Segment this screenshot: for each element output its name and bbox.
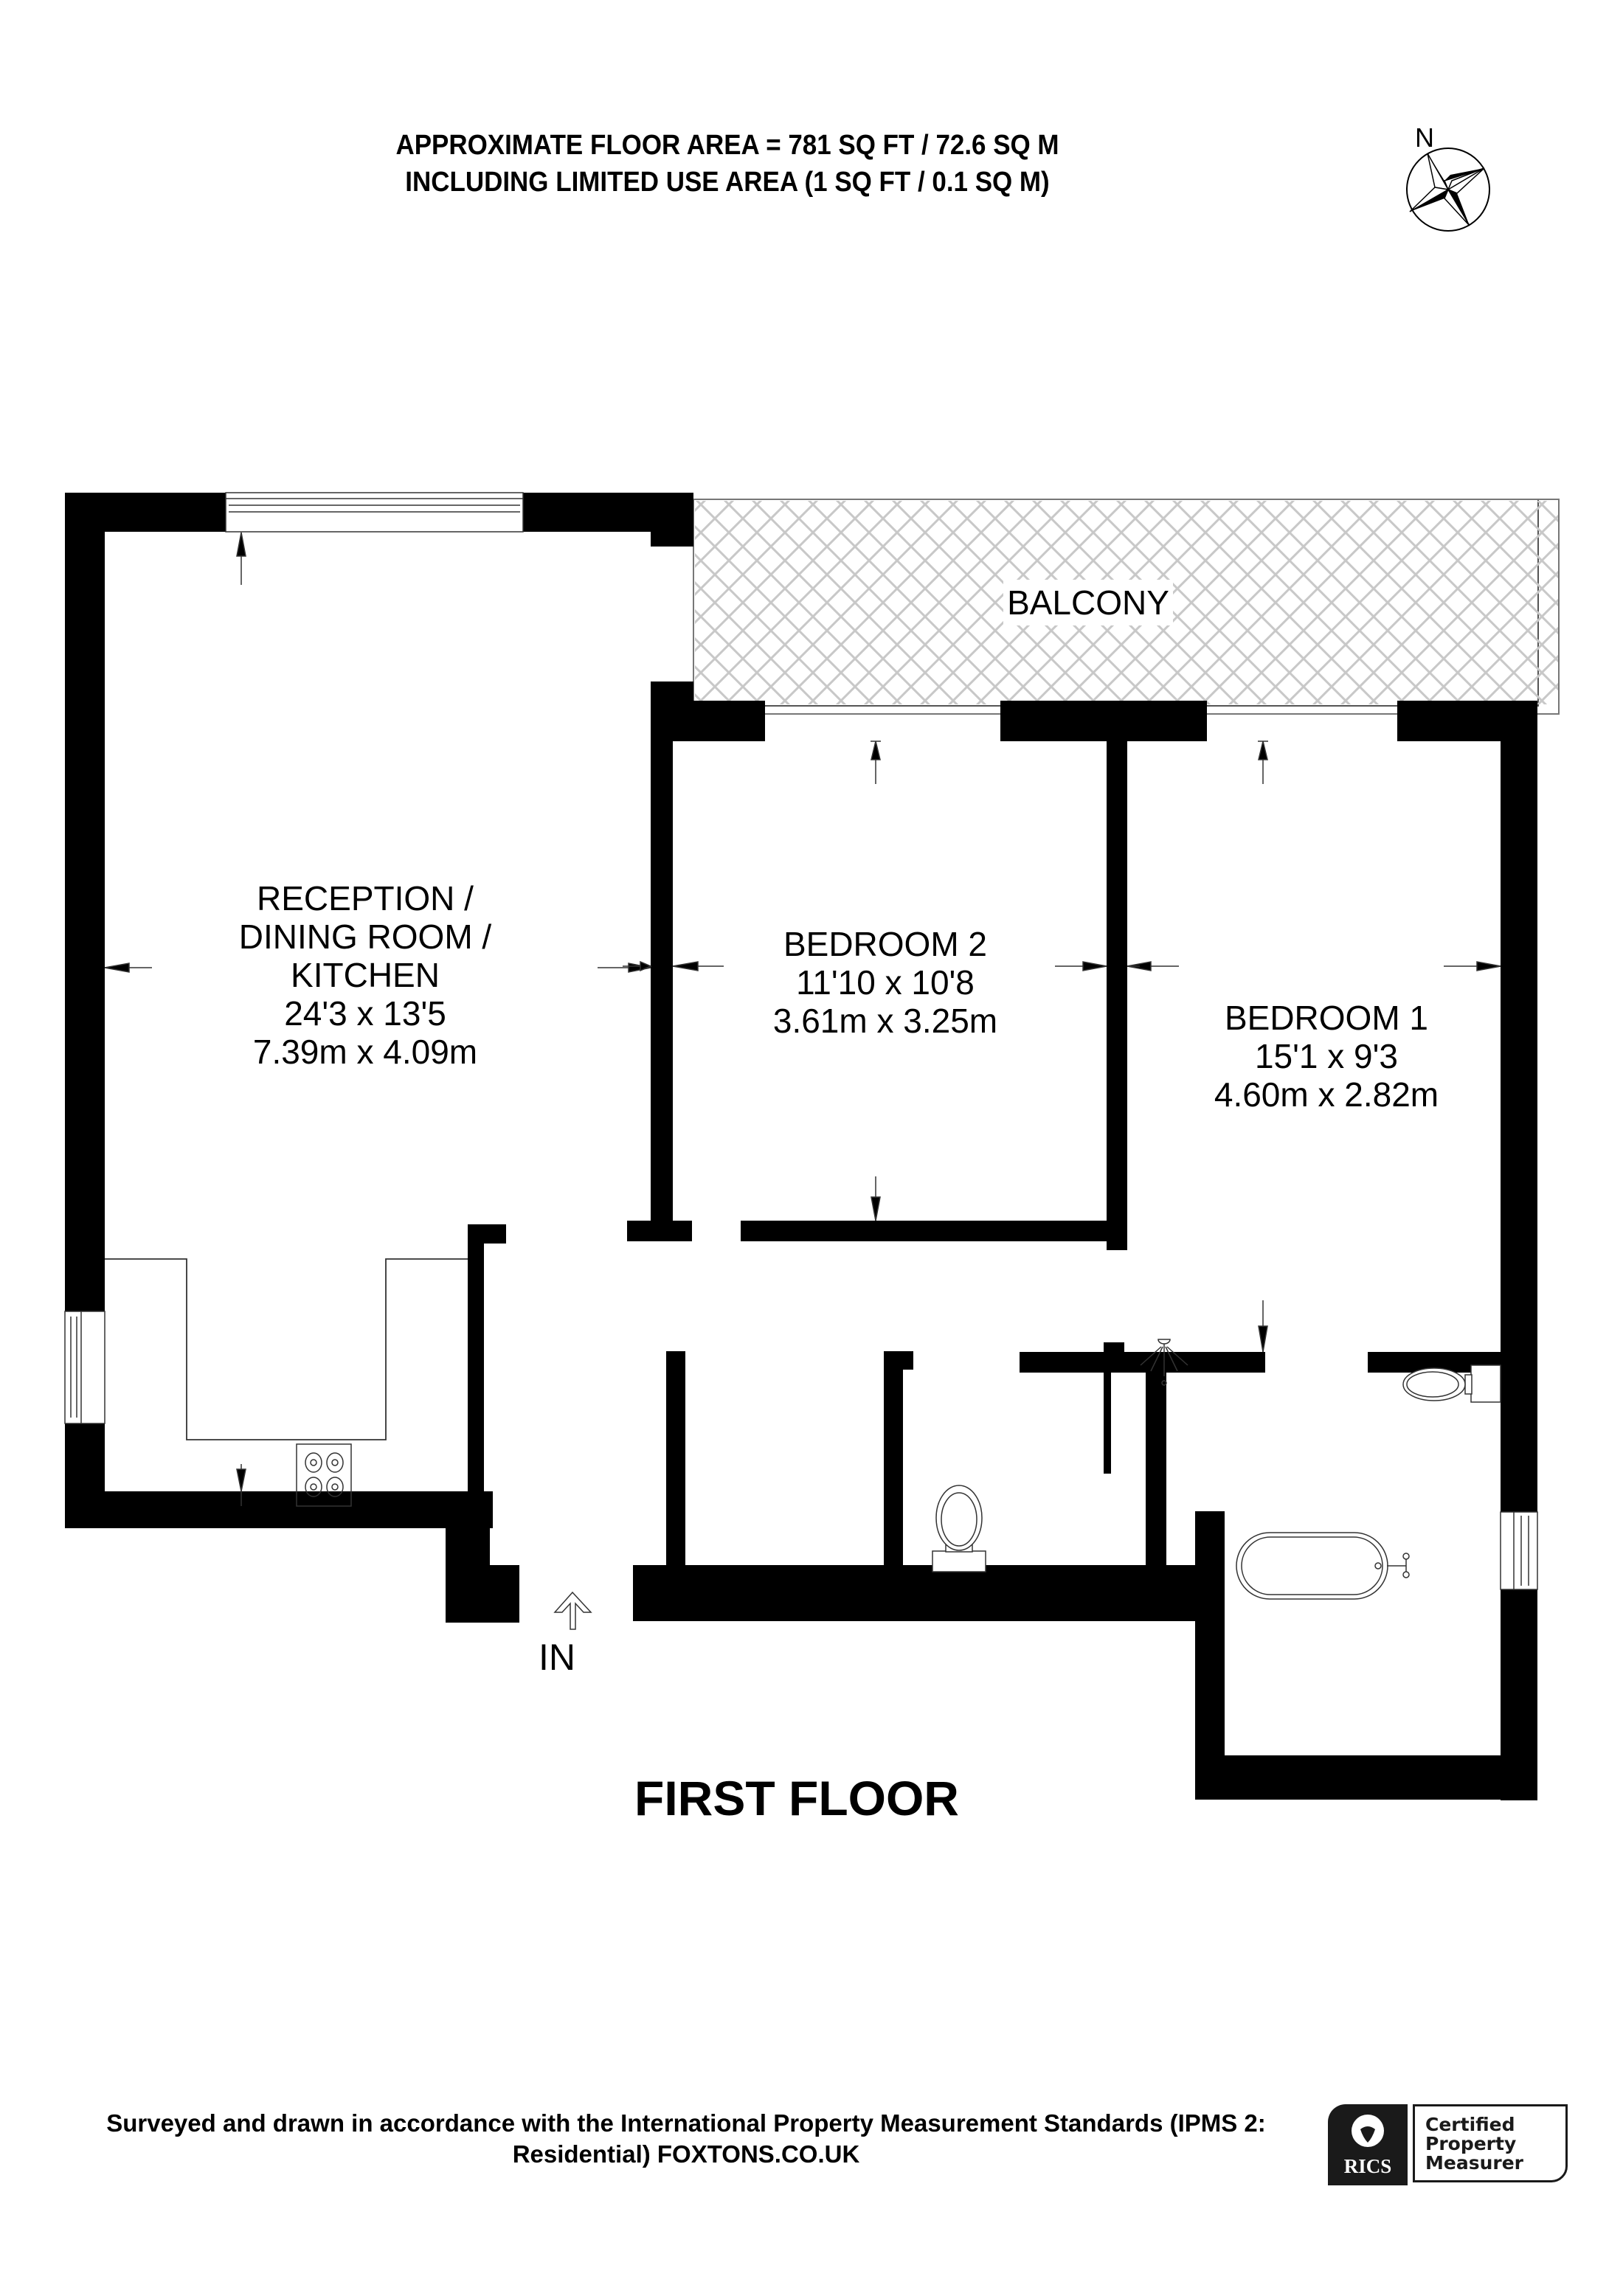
room-label-reception: RECEPTION / DINING ROOM / KITCHEN 24'3 x… [210,879,520,1071]
shower-icon [1140,1339,1188,1386]
room-name-line: DINING ROOM / [238,918,492,956]
floor-title: FIRST FLOOR [634,1771,959,1825]
limited-use-area: INCLUDING LIMITED USE AREA (1 SQ FT / 0.… [405,167,1050,198]
room-label-bedroom-1: BEDROOM 1 15'1 x 9'3 4.60m x 2.82m [1186,999,1467,1114]
bath-icon [1236,1532,1410,1600]
rics-logo: RICS [1328,2104,1408,2185]
room-dimensions-imperial: 11'10 x 10'8 [796,963,975,1002]
lion-crest-icon [1352,2115,1384,2147]
badge-line: Certified [1425,2114,1515,2135]
entrance-label: IN [539,1637,575,1678]
room-name-line: BEDROOM 1 [1224,999,1429,1037]
rics-certified-badge: RICS Certified Property Measurer [1321,2104,1579,2187]
room-dimensions-metric: 4.60m x 2.82m [1214,1075,1439,1114]
badge-line: Measurer [1425,2152,1523,2174]
entrance-arrow-icon [553,1591,592,1630]
badge-line: Property [1425,2133,1517,2154]
floor-area-total: APPROXIMATE FLOOR AREA = 781 SQ FT / 72.… [395,130,1059,161]
certified-property-measurer-box: Certified Property Measurer [1413,2104,1568,2182]
room-dimensions-imperial: 15'1 x 9'3 [1254,1037,1399,1075]
floor-area-header: APPROXIMATE FLOOR AREA = 781 SQ FT / 72.… [0,127,1539,201]
window-reception-top [225,492,524,533]
rics-wordmark: RICS [1343,2155,1392,2177]
room-name-line: RECEPTION / [257,879,474,918]
window-bathroom-right [1500,1511,1538,1590]
toilet-icon [932,1485,986,1572]
compass-north-label: N [1415,122,1434,153]
footer-line-1: Surveyed and drawn in accordance with th… [106,2109,1266,2137]
toilet-icon [1402,1364,1501,1403]
room-name-line: KITCHEN [291,956,440,994]
survey-footer: Surveyed and drawn in accordance with th… [44,2108,1328,2170]
dimension-arrows [104,532,1501,1506]
room-dimensions-metric: 7.39m x 4.09m [252,1033,478,1071]
compass-rose-icon [1406,148,1490,232]
balcony-label: BALCONY [1003,580,1173,625]
room-label-bedroom-2: BEDROOM 2 11'10 x 10'8 3.61m x 3.25m [745,925,1025,1040]
room-name-line: BEDROOM 2 [783,925,988,963]
window-kitchen-left [64,1311,105,1424]
footer-line-2: Residential) FOXTONS.CO.UK [512,2140,860,2168]
kitchen-counter [105,1258,468,1440]
walls [65,493,1537,1800]
room-dimensions-imperial: 24'3 x 13'5 [284,994,446,1033]
hob-icon [296,1443,352,1507]
room-dimensions-metric: 3.61m x 3.25m [772,1002,998,1040]
